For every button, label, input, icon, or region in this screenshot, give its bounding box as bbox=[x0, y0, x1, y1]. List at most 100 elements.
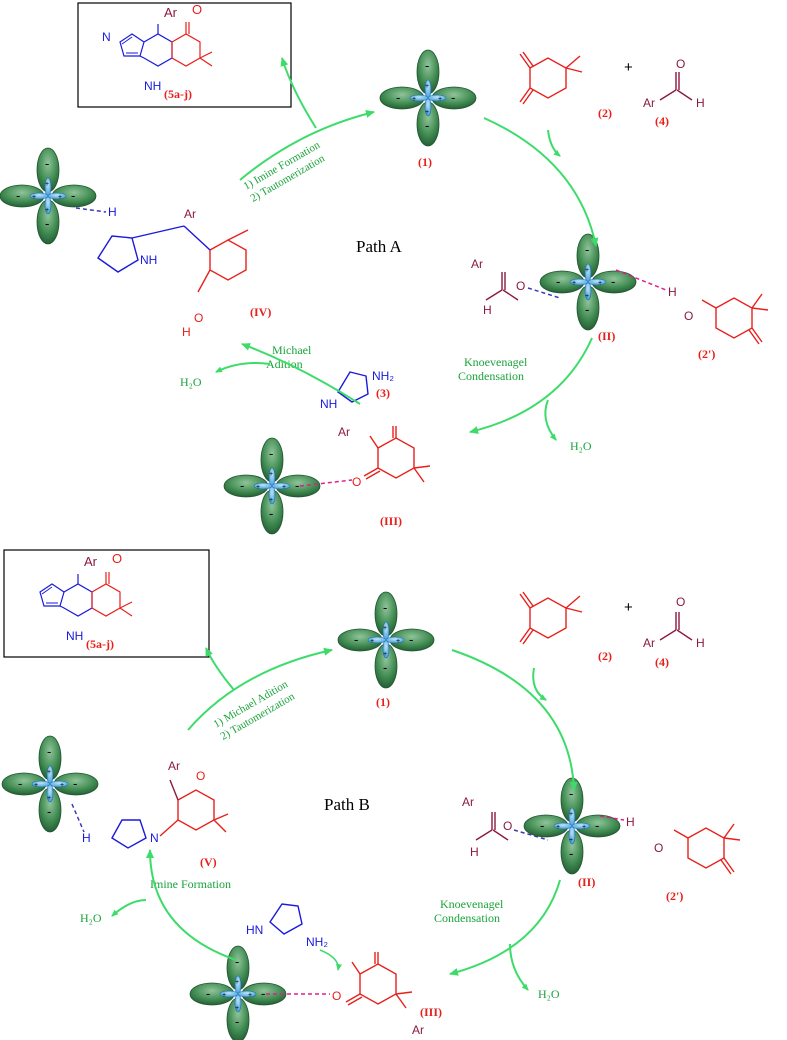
path-a-title: Path A bbox=[356, 237, 403, 256]
int5-o: O bbox=[196, 769, 205, 783]
int2-o: O bbox=[516, 279, 525, 293]
aldehyde-o: O bbox=[676, 57, 685, 71]
bond-line bbox=[213, 819, 227, 833]
flow-arrow bbox=[509, 943, 529, 991]
flow-arrow bbox=[205, 647, 235, 691]
bond-line bbox=[227, 229, 249, 241]
triazole-nh: NH bbox=[320, 397, 337, 411]
plus-sign: + bbox=[624, 59, 633, 76]
enol-h: H bbox=[668, 285, 677, 299]
int3-ar: Ar bbox=[412, 1023, 424, 1037]
path-a: Ar O NH N (5a-j) (1) (2) + Ar O H (4) Ar… bbox=[0, 2, 769, 535]
triazole-nh: HN bbox=[246, 923, 263, 937]
step-knoev2-label: Condensation bbox=[434, 911, 500, 925]
triazole-structure bbox=[269, 903, 303, 935]
aldehyde-ar: Ar bbox=[643, 96, 655, 110]
aldehyde-structure bbox=[659, 611, 693, 641]
product-structure bbox=[39, 571, 133, 617]
path-b-title: Path B bbox=[324, 795, 370, 814]
int4-oh-h: H bbox=[182, 325, 191, 339]
ar-label: Ar bbox=[84, 554, 98, 569]
dimedone-structure bbox=[519, 591, 583, 645]
triazole-structure bbox=[97, 235, 139, 273]
int3-o: O bbox=[352, 475, 361, 489]
aldehyde-structure bbox=[659, 71, 693, 101]
catalyst-icon bbox=[223, 437, 321, 535]
step-michael-label: Michael bbox=[272, 343, 312, 357]
bond-line bbox=[213, 813, 229, 821]
water-label: H₂O bbox=[538, 987, 560, 1001]
int2-ar: Ar bbox=[462, 795, 474, 809]
ring-structure bbox=[209, 239, 247, 281]
flow-arrow bbox=[547, 129, 561, 157]
flow-arrow bbox=[146, 849, 237, 961]
int2-label: (II) bbox=[598, 329, 615, 343]
flow-arrow bbox=[215, 362, 271, 373]
bond-line bbox=[183, 225, 211, 251]
enol-o: O bbox=[684, 309, 693, 323]
flow-arrow bbox=[280, 57, 317, 129]
product-box bbox=[3, 549, 210, 658]
int3-o: O bbox=[332, 989, 341, 1003]
flow-arrow bbox=[451, 649, 578, 791]
step-knoev-label: Knoevenagel bbox=[464, 355, 528, 369]
hbond-line bbox=[299, 479, 353, 487]
flow-arrow bbox=[544, 399, 557, 441]
int5-ar: Ar bbox=[168, 759, 180, 773]
triazole-structure bbox=[111, 819, 147, 849]
flow-arrow bbox=[111, 899, 147, 917]
o-label: O bbox=[192, 2, 202, 17]
nh-label: NH bbox=[66, 629, 83, 643]
int2-o: O bbox=[503, 819, 512, 833]
aldehyde-h: H bbox=[696, 636, 705, 650]
int5-n: N bbox=[150, 831, 159, 845]
adduct-structure bbox=[363, 425, 431, 483]
product-label: (5a-j) bbox=[164, 87, 192, 101]
hbond-line bbox=[615, 269, 667, 291]
ar-label: Ar bbox=[164, 5, 178, 20]
aldehyde-label: (4) bbox=[655, 114, 669, 128]
step-knoev-label: Knoevenagel bbox=[440, 897, 504, 911]
catalyst-icon bbox=[189, 945, 287, 1040]
catalyst-icon bbox=[1, 735, 99, 833]
n-label: N bbox=[102, 30, 111, 44]
int5-label: (V) bbox=[200, 855, 217, 869]
water-label: H₂O bbox=[80, 911, 102, 925]
hbond-line bbox=[75, 207, 107, 213]
aldehyde-o: O bbox=[676, 595, 685, 609]
water-label: H₂O bbox=[180, 375, 202, 389]
flow-arrow bbox=[239, 110, 375, 181]
bond-line bbox=[159, 819, 179, 837]
aldehyde-structure bbox=[485, 271, 519, 301]
cat-label: (1) bbox=[418, 155, 432, 169]
int2-label: (II) bbox=[578, 875, 595, 889]
int2-h: H bbox=[483, 303, 492, 317]
triazole-label: (3) bbox=[376, 386, 390, 400]
hbond-line bbox=[527, 287, 561, 299]
int3-ar: Ar bbox=[338, 425, 350, 439]
bond-line bbox=[169, 779, 179, 801]
int5-h: H bbox=[82, 831, 91, 845]
step-knoev2-label: Condensation bbox=[458, 369, 524, 383]
int4-h: H bbox=[108, 205, 117, 219]
flow-arrow bbox=[187, 647, 333, 731]
enol-o: O bbox=[654, 841, 663, 855]
plus-sign: + bbox=[624, 599, 633, 616]
dimedone-label: (2) bbox=[598, 106, 612, 120]
int4-label: (IV) bbox=[250, 305, 271, 319]
nh-label: NH bbox=[144, 79, 161, 93]
triazole-nh2: NH₂ bbox=[306, 935, 328, 949]
aldehyde-ar: Ar bbox=[643, 636, 655, 650]
enol-h: H bbox=[626, 815, 635, 829]
flow-arrow bbox=[483, 117, 599, 247]
product-label: (5a-j) bbox=[86, 637, 114, 651]
step-imine-label: Imine Formation bbox=[150, 877, 231, 891]
product-box bbox=[77, 2, 292, 108]
catalyst-icon bbox=[0, 147, 97, 245]
bond-line bbox=[131, 225, 185, 239]
path-b: Ar O NH (5a-j) (1) (2) + Ar O H (4) Ar O… bbox=[1, 549, 741, 1040]
cat-label: (1) bbox=[376, 695, 390, 709]
enol-label: (2') bbox=[666, 889, 683, 903]
catalyst-icon bbox=[379, 49, 477, 147]
product-structure bbox=[119, 21, 213, 67]
